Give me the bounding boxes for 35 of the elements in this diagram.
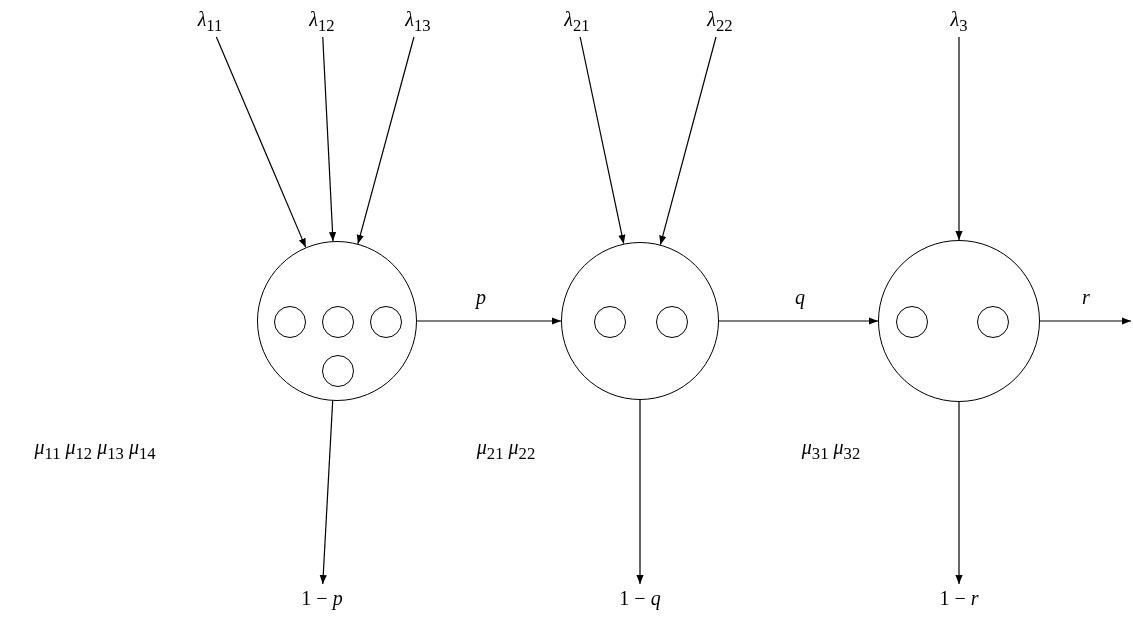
- server-slot-circle: [322, 306, 354, 338]
- math-label: λ$_{12}$: [300, 7, 344, 37]
- service-rate-label: μ$_{11}$ μ$_{12}$ μ$_{13}$ μ$_{14}$: [34, 436, 156, 464]
- edge-label: q: [795, 285, 805, 309]
- server-slot-circle: [896, 306, 928, 338]
- server-slot-circle: [977, 306, 1009, 338]
- arrow: [955, 401, 963, 585]
- server-slot-circle: [594, 306, 626, 338]
- arrow: [319, 400, 334, 585]
- server-slot-circle: [656, 306, 688, 338]
- math-label: λ$_{3}$: [941, 7, 977, 37]
- arrow: [1039, 317, 1132, 325]
- arrow: [215, 36, 307, 248]
- arrow: [718, 317, 879, 325]
- math-label: 1 − q: [610, 584, 670, 612]
- math-label: λ$_{13}$: [396, 7, 440, 37]
- math-label: 1 − r: [929, 584, 989, 612]
- server-slot-circle: [322, 355, 354, 387]
- arrow: [636, 399, 644, 585]
- arrow: [356, 36, 415, 245]
- math-label: λ$_{21}$: [555, 7, 599, 37]
- service-rate-label: μ$_{21}$ μ$_{22}$: [476, 436, 536, 464]
- math-label: λ$_{22}$: [698, 7, 742, 37]
- arrow: [322, 36, 337, 242]
- server-slot-circle: [274, 306, 306, 338]
- arrow: [659, 36, 717, 246]
- edge-label: p: [476, 285, 486, 309]
- math-label: 1 − p: [292, 584, 352, 612]
- arrow: [416, 317, 562, 325]
- service-rate-label: μ$_{31}$ μ$_{32}$: [801, 436, 861, 464]
- edge-label: r: [1082, 285, 1090, 309]
- math-label: λ$_{11}$: [188, 7, 232, 37]
- arrow: [579, 36, 626, 245]
- arrow: [955, 36, 963, 241]
- server-slot-circle: [370, 306, 402, 338]
